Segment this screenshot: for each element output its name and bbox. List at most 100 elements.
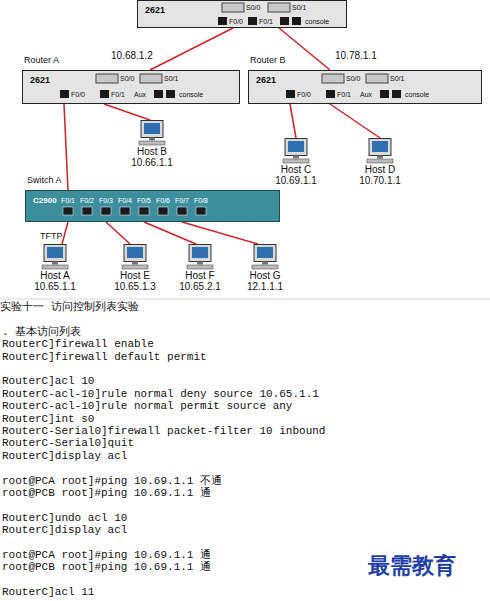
port-name: F0/7 xyxy=(175,197,189,204)
serial-port xyxy=(366,74,388,83)
port-name: S0/1 xyxy=(164,75,178,82)
command-line: root@PCB root]#ping 10.69.1.1 通 xyxy=(2,488,211,499)
switch-port xyxy=(177,207,187,215)
ip-address: 10.69.1.1 xyxy=(264,175,328,186)
ethernet-port xyxy=(326,90,335,98)
port-name: S0/0 xyxy=(246,4,260,11)
network-cable xyxy=(150,28,233,70)
ip-address: 10.65.2.1 xyxy=(168,281,232,292)
switch-port xyxy=(158,207,168,215)
host-computer: Host A10.65.1.1 xyxy=(23,244,87,292)
command-line: RouterC]acl 11 xyxy=(2,587,94,598)
host-computer: Host E10.65.1.3 xyxy=(103,244,167,292)
network-cable xyxy=(104,104,150,120)
port-name: console xyxy=(305,18,329,25)
command-line: RouterC]firewall default permit xyxy=(2,352,207,363)
command-line: RouterC]display acl xyxy=(2,525,127,536)
separator-line xyxy=(0,299,490,300)
device-heading: Router A xyxy=(24,56,59,66)
host-computer: Host B10.66.1.1 xyxy=(120,120,184,168)
network-cable xyxy=(106,222,130,244)
port-name: F0/4 xyxy=(118,197,132,204)
port-name: F0/1 xyxy=(61,197,75,204)
command-line: 实验十一 访问控制列表实验 xyxy=(0,302,139,313)
computer-icon xyxy=(365,138,395,164)
port-name: Aux xyxy=(134,91,146,98)
port-name: F0/1 xyxy=(111,91,125,98)
switch-port xyxy=(196,207,206,215)
ethernet-port xyxy=(248,17,257,25)
switch-port xyxy=(63,207,73,215)
network-cable xyxy=(330,104,380,138)
switch-box: Switch AC2900 xyxy=(25,190,280,222)
port-name: F0/5 xyxy=(137,197,151,204)
switch-port xyxy=(82,207,92,215)
ip-address: 10.65.1.1 xyxy=(23,281,87,292)
computer-icon xyxy=(120,244,150,270)
network-cable xyxy=(182,222,258,244)
ip-address: 12.1.1.1 xyxy=(233,281,297,292)
ip-address: 10.66.1.1 xyxy=(120,157,184,168)
network-cable xyxy=(290,104,296,138)
serial-port xyxy=(322,74,344,83)
command-line: RouterC]display acl xyxy=(2,451,127,462)
server-role: TFTP xyxy=(40,232,63,241)
command-line: RouterC]firewall enable xyxy=(2,339,154,350)
ethernet-port xyxy=(154,90,163,98)
network-cable xyxy=(62,222,68,244)
model-number: 2621 xyxy=(256,76,276,86)
host-name: Host E xyxy=(103,270,167,281)
ethernet-port xyxy=(280,17,289,25)
switch-port xyxy=(101,207,111,215)
host-name: Host G xyxy=(233,270,297,281)
command-line: root@PCA root]#ping 10.69.1.1 不通 xyxy=(2,476,222,487)
command-line: root@PCB root]#ping 10.69.1.1 通 xyxy=(2,562,211,573)
ethernet-port xyxy=(218,17,227,25)
port-name: S0/0 xyxy=(120,75,134,82)
command-line: RouterC]acl 10 xyxy=(2,376,94,387)
port-name: F0/1 xyxy=(337,91,351,98)
host-name: Host D xyxy=(348,164,412,175)
network-cable xyxy=(279,28,330,70)
computer-icon xyxy=(281,138,311,164)
computer-icon xyxy=(137,120,167,146)
port-name: F0/0 xyxy=(229,18,243,25)
port-name: S0/1 xyxy=(292,4,306,11)
computer-icon xyxy=(40,244,70,270)
host-name: Host B xyxy=(120,146,184,157)
network-cable xyxy=(64,104,68,190)
host-computer: Host C10.69.1.1 xyxy=(264,138,328,186)
network-cable xyxy=(144,222,196,244)
port-name: F0/3 xyxy=(99,197,113,204)
host-name: Host A xyxy=(23,270,87,281)
ethernet-port xyxy=(392,90,401,98)
ethernet-port xyxy=(292,17,301,25)
computer-icon xyxy=(185,244,215,270)
link-address: 10.68.1.2 xyxy=(110,50,154,61)
port-name: F0/1 xyxy=(259,18,273,25)
port-name: console xyxy=(405,91,429,98)
switch-port xyxy=(139,207,149,215)
serial-port xyxy=(96,74,118,83)
command-line: root@PCA root]#ping 10.69.1.1 通 xyxy=(2,550,211,561)
device-heading: Switch A xyxy=(27,176,62,186)
command-line: RouterC-acl-10]rule normal permit source… xyxy=(2,401,292,412)
command-line: RouterC]int s0 xyxy=(2,414,94,425)
model-number: C2900 xyxy=(33,197,57,206)
port-name: F0/0 xyxy=(71,91,85,98)
watermark: 最需教育 xyxy=(368,554,456,576)
ethernet-port xyxy=(60,90,69,98)
model-number: 2621 xyxy=(30,76,50,86)
host-computer: Host F10.65.2.1 xyxy=(168,244,232,292)
port-name: S0/0 xyxy=(346,75,360,82)
ethernet-port xyxy=(286,90,295,98)
device-heading: Router B xyxy=(250,56,286,66)
host-name: Host F xyxy=(168,270,232,281)
ip-address: 10.70.1.1 xyxy=(348,175,412,186)
port-name: Aux xyxy=(360,91,372,98)
ip-address: 10.65.1.3 xyxy=(103,281,167,292)
port-name: F0/8 xyxy=(194,197,208,204)
host-computer: Host D10.70.1.1 xyxy=(348,138,412,186)
ethernet-port xyxy=(166,90,175,98)
serial-port xyxy=(140,74,162,83)
